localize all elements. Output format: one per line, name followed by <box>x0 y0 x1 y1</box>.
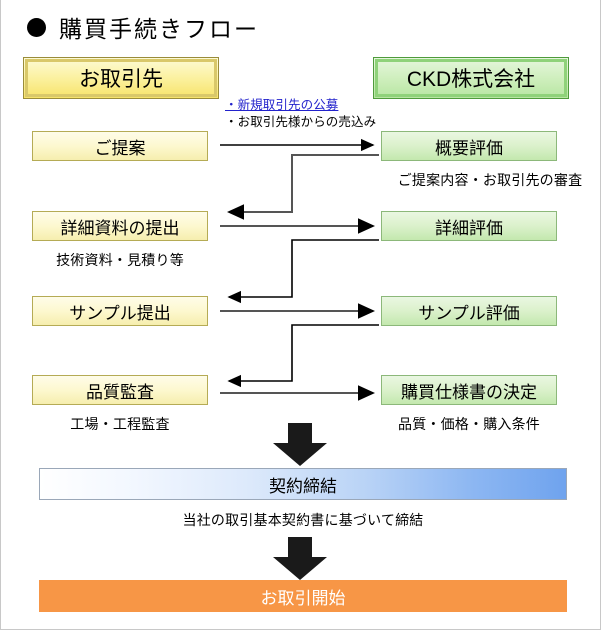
caption-contract: 当社の取引基本契約書に基づいて締結 <box>182 512 424 528</box>
page-title: 購買手続きフロー <box>27 10 259 44</box>
filled-circle-bullet-icon <box>27 17 46 37</box>
company-header-box[interactable]: CKD株式会社 <box>373 57 572 102</box>
down-block-arrow-icon-2 <box>273 537 327 580</box>
step-box-purchase-spec-decision[interactable]: 購買仕様書の決定 <box>381 375 560 408</box>
step-box-detail-evaluation[interactable]: 詳細評価 <box>381 211 560 244</box>
step-box-detail-submission[interactable]: 詳細資料の提出 <box>32 211 211 244</box>
step-label-overview-evaluation: 概要評価 <box>435 138 503 158</box>
page-title-text: 購買手続きフロー <box>59 16 259 42</box>
step-box-proposal[interactable]: ご提案 <box>32 131 211 164</box>
step-label-proposal: ご提案 <box>94 138 146 158</box>
caption-overview-evaluation: ご提案内容・お取引先の審査 <box>397 172 583 188</box>
caption-quality-audit: 工場・工程監査 <box>70 416 170 432</box>
step-label-quality-audit: 品質監査 <box>86 382 154 402</box>
step-box-overview-evaluation[interactable]: 概要評価 <box>381 131 560 164</box>
caption-purchase-spec-decision: 品質・価格・購入条件 <box>398 416 540 432</box>
transaction-start-label: お取引開始 <box>260 588 346 608</box>
contract-bar[interactable]: 契約締結 <box>39 468 570 503</box>
transaction-start-bar[interactable]: お取引開始 <box>39 580 570 615</box>
step-label-sample-evaluation: サンプル評価 <box>418 303 520 323</box>
down-block-arrow-icon-1 <box>273 423 327 466</box>
supplier-header-label: お取引先 <box>79 68 163 91</box>
step-box-quality-audit[interactable]: 品質監査 <box>32 375 211 408</box>
note-public-offering-link[interactable]: ・新規取引先の公募 <box>225 98 339 112</box>
company-header-label: CKD株式会社 <box>406 68 536 91</box>
contract-bar-label: 契約締結 <box>269 476 337 496</box>
step-label-sample-submission: サンプル提出 <box>69 303 171 323</box>
step-label-detail-evaluation: 詳細評価 <box>435 218 503 238</box>
supplier-header-box[interactable]: お取引先 <box>23 57 222 102</box>
step-box-sample-evaluation[interactable]: サンプル評価 <box>381 296 560 329</box>
note-supplier-pitch: ・お取引先様からの売込み <box>225 115 377 129</box>
step-label-purchase-spec-decision: 購買仕様書の決定 <box>401 382 537 402</box>
caption-detail-submission: 技術資料・見積り等 <box>56 252 184 268</box>
step-label-detail-submission: 詳細資料の提出 <box>60 218 180 238</box>
step-box-sample-submission[interactable]: サンプル提出 <box>32 296 211 329</box>
